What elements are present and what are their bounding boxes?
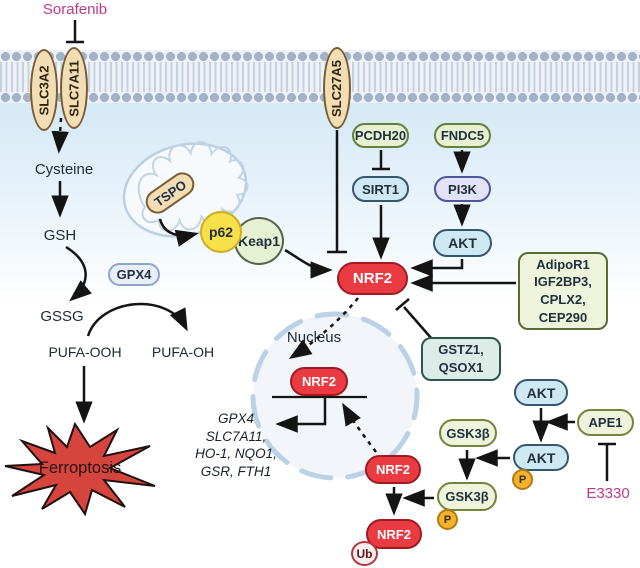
keap1-node: Keap1 bbox=[234, 217, 284, 265]
mitochondrion-cristae bbox=[137, 140, 249, 232]
lipid-heads-outer bbox=[0, 50, 640, 63]
inhibition-slc27a5-nrf2 bbox=[327, 130, 347, 254]
ubiquitin-badge: Ub bbox=[351, 541, 378, 566]
phospho-badge-gsk3b: P bbox=[437, 509, 458, 530]
inhibition-sorafenib-slc7a11 bbox=[66, 20, 84, 44]
arrow-slc7a11-cysteine bbox=[51, 117, 69, 154]
slc7a11-transporter: SLC7A11 bbox=[60, 47, 88, 129]
e3330-label: E3330 bbox=[586, 485, 630, 502]
arrow-transcription-genes bbox=[275, 397, 327, 433]
gene-line-1: GPX4 bbox=[217, 411, 255, 426]
gene-line-4: GSR, FTH1 bbox=[200, 463, 272, 479]
gssg-label: GSSG bbox=[40, 308, 84, 325]
lipid-heads-inner bbox=[0, 91, 640, 104]
arrow-akt-nrf2 bbox=[410, 259, 464, 277]
pi3k-node: PI3K bbox=[434, 176, 491, 202]
inhibition-pcdh20-sirt1 bbox=[372, 150, 390, 171]
arrow-gsh-gssg bbox=[65, 245, 92, 302]
arrow-pufaooh-pufaoh bbox=[86, 302, 188, 337]
ubiquitinated-nrf2-node: NRF2 bbox=[366, 519, 422, 549]
arrow-nrf2-dna-binding bbox=[342, 402, 378, 453]
cysteine-label: Cysteine bbox=[34, 161, 94, 178]
arrow-keap1-nrf2 bbox=[284, 248, 333, 279]
sirt1-node: SIRT1 bbox=[352, 176, 409, 202]
nucleus-label: Nucleus bbox=[286, 329, 342, 346]
ferroptosis-label: Ferroptosis bbox=[38, 459, 122, 477]
inhibition-e3330-ape1 bbox=[598, 442, 616, 481]
fndc5-node: FNDC5 bbox=[434, 123, 491, 148]
sorafenib-label: Sorafenib bbox=[42, 1, 108, 18]
cytosolic-nrf2-node: NRF2 bbox=[365, 455, 421, 484]
ape1-node: APE1 bbox=[577, 409, 634, 436]
p62-node: p62 bbox=[200, 211, 242, 253]
pufa-ooh-label: PUFA-OOH bbox=[48, 344, 122, 360]
adipor1-group-box: AdipoR1 IGF2BP3, CPLX2, CEP290 bbox=[518, 252, 608, 330]
gene-line-2: SLC7A11, bbox=[205, 428, 267, 444]
nrf2-node: NRF2 bbox=[337, 262, 408, 295]
inhibition-gstz1-nrf2 bbox=[395, 298, 433, 340]
gstz1-group-box: GSTZ1, QSOX1 bbox=[421, 337, 501, 381]
plasma-membrane bbox=[0, 50, 640, 104]
akt-phospho-node: AKT bbox=[513, 444, 569, 471]
lipid-tails bbox=[0, 62, 640, 92]
slc3a2-transporter: SLC3A2 bbox=[30, 49, 58, 131]
akt-node: AKT bbox=[433, 229, 492, 257]
gsk3b-phospho-node: GSK3β bbox=[437, 482, 497, 511]
target-genes-list: GPX4 SLC7A11, HO-1, NQO1, GSR, FTH1 bbox=[186, 410, 286, 480]
ferroptosis-burst bbox=[4, 421, 156, 517]
pcdh20-node: PCDH20 bbox=[352, 123, 409, 148]
gene-line-3: HO-1, NQO1, bbox=[195, 446, 277, 462]
gsh-label: GSH bbox=[43, 227, 77, 244]
pufa-oh-label: PUFA-OH bbox=[151, 344, 215, 360]
gsk3b-node: GSK3β bbox=[439, 419, 497, 447]
arrow-tspo-p62 bbox=[158, 218, 199, 247]
phospho-badge-akt: P bbox=[512, 469, 533, 490]
nuclear-nrf2-node: NRF2 bbox=[290, 367, 348, 396]
akt-upper-node: AKT bbox=[514, 379, 568, 406]
slc27a5-transporter: SLC27A5 bbox=[323, 47, 351, 129]
gpx4-node: GPX4 bbox=[108, 263, 160, 286]
